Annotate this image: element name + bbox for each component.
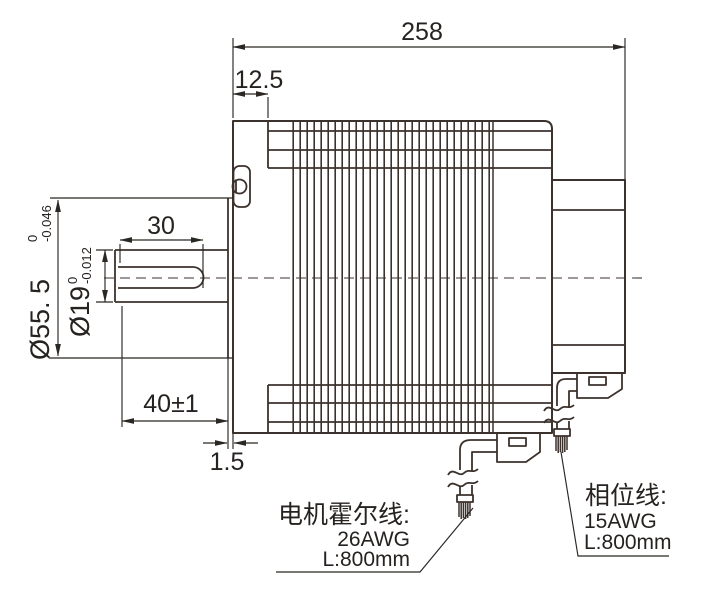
phase-wire-gauge: 15AWG: [584, 510, 657, 533]
dim-boss-tol-lower: -0.046: [39, 205, 54, 242]
rear-housing-lines: [552, 209, 625, 346]
motor-body-outline: [232, 120, 553, 434]
phase-wire-strands: [555, 436, 568, 453]
dim-keyway-length-text: 30: [147, 212, 175, 240]
phase-cable: [543, 378, 577, 453]
dim-boss-diameter-text: Ø55. 5: [25, 279, 55, 360]
dim-shaft-extension-text: 40±1: [143, 390, 198, 418]
heatsink-rib-lines: [268, 130, 552, 423]
rear-housing-outline: [552, 179, 626, 374]
hall-wire-leader: [276, 507, 474, 573]
hall-wire-gauge: 26AWG: [337, 528, 410, 551]
shaft-outline: [114, 249, 228, 303]
dim-overall-length: 258: [232, 18, 626, 180]
hall-cable: [447, 439, 497, 519]
dim-boss-diameter: Ø55. 5 0 -0.046: [25, 197, 233, 360]
dim-keyway-length: 30: [119, 212, 204, 288]
heatsink-fins: [292, 121, 494, 433]
hall-wire-label: 电机霍尔线: 26AWG L:800mm: [276, 501, 474, 573]
hall-cable-break: [447, 468, 479, 488]
hall-wire-title: 电机霍尔线:: [278, 501, 410, 529]
dim-shaft-tol-upper: 0: [65, 277, 80, 284]
dim-shaft-diameter: Ø19 0 -0.012: [65, 247, 113, 337]
flange-screw-detail: [231, 165, 251, 208]
phase-wire-title: 相位线:: [585, 482, 667, 510]
dim-boss-protrusion: 1.5: [203, 358, 258, 476]
dim-front-section-text: 12.5: [235, 66, 284, 94]
dim-front-section: 12.5: [232, 66, 284, 118]
phase-wire-label: 相位线: 15AWG L:800mm: [560, 451, 672, 557]
dim-boss-protrusion-text: 1.5: [210, 448, 245, 476]
dim-shaft-extension: 40±1: [121, 306, 229, 427]
hall-wire-strands: [458, 502, 471, 519]
dim-overall-length-text: 258: [401, 18, 443, 46]
phase-cable-break: [543, 404, 575, 424]
hall-connector: [496, 434, 541, 463]
dim-boss-tol-upper: 0: [25, 235, 40, 242]
phase-connector: [576, 373, 623, 399]
phase-wire-length: L:800mm: [584, 531, 672, 554]
phase-wire-leader: [560, 451, 669, 557]
hall-wire-length: L:800mm: [322, 548, 410, 571]
dim-shaft-tol-lower: -0.012: [79, 247, 94, 284]
dim-shaft-diameter-text: Ø19: [65, 286, 95, 337]
